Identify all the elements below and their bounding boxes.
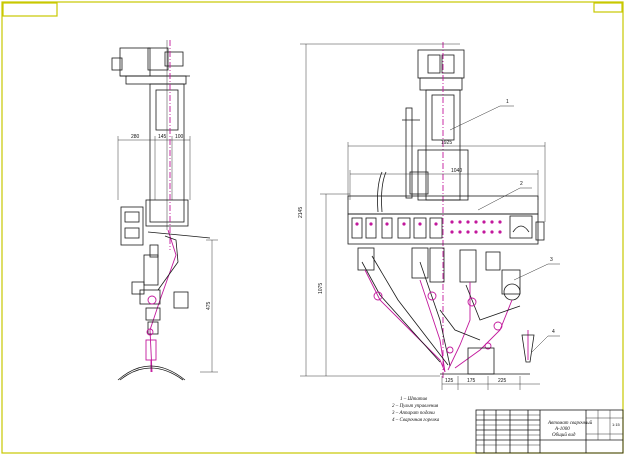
dim-label-475: 475 — [206, 301, 212, 310]
indicator-lights — [355, 220, 502, 234]
title-line-2: А-1000 — [554, 427, 570, 432]
legend-item-3: 3 – Аппарат подачи — [392, 411, 435, 416]
callout-4: 4 — [552, 329, 555, 335]
motor-block — [119, 47, 151, 77]
title-line-3: Общий вид — [552, 432, 576, 438]
title-block: Автомат сварочный А-1000 Общий вид 1:15 — [475, 409, 624, 454]
legend-item-1: 1 – Штатив — [400, 397, 428, 402]
legend-item-4: 4 – Сварочная горелка — [392, 418, 440, 423]
dim-label-1040: 1040 — [451, 168, 462, 174]
front-view: 2145 1075 1925 1040 125 175 225 1 2 3 4 — [298, 42, 560, 390]
legend-notes: 1 – Штатив 2 – Пульт управления 3 – Аппа… — [392, 397, 440, 423]
sheet-stamp-box — [2, 2, 58, 17]
title-block-scale: 1:15 — [612, 422, 621, 427]
front-motor — [417, 49, 465, 79]
dim-label-280: 280 — [131, 134, 140, 140]
dim-label-2145: 2145 — [298, 207, 304, 218]
side-view: 280 145 100 475 — [111, 40, 218, 381]
control-panel — [347, 213, 539, 245]
dim-label-1075: 1075 — [318, 283, 324, 294]
title-line-1: Автомат сварочный — [547, 420, 593, 426]
dim-label-1925: 1925 — [441, 140, 452, 146]
dim-label-225: 225 — [498, 378, 507, 384]
control-box — [120, 206, 144, 246]
callout-1: 1 — [506, 99, 509, 105]
legend-item-2: 2 – Пульт управления — [392, 404, 439, 409]
dim-label-175: 175 — [467, 378, 476, 384]
dim-label-125: 125 — [445, 378, 454, 384]
callout-3: 3 — [550, 257, 553, 263]
dim-label-100: 100 — [175, 134, 184, 140]
gauge-meter — [509, 215, 533, 239]
workpiece-arc — [117, 365, 186, 381]
sheet-corner-box — [593, 2, 623, 13]
dim-label-145: 145 — [158, 134, 167, 140]
callout-2: 2 — [520, 181, 523, 187]
